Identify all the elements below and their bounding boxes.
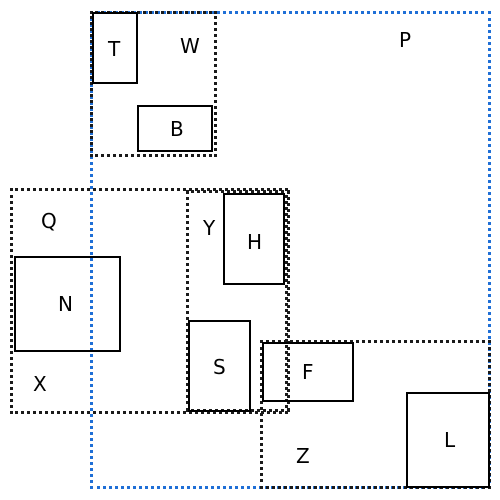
node-s-label: S (213, 355, 226, 379)
group-p-label: P (399, 28, 412, 52)
group-q-label: Q (41, 209, 57, 233)
node-b (137, 105, 213, 152)
node-b-label: B (170, 117, 184, 141)
node-f (262, 342, 354, 402)
node-h (223, 193, 285, 285)
node-l-label: L (444, 428, 456, 452)
group-w-label: W (180, 34, 200, 58)
node-l (406, 392, 490, 488)
node-h-label: H (247, 230, 263, 254)
node-t (92, 12, 138, 84)
node-n-label: N (58, 292, 73, 316)
group-x-label: X (33, 372, 47, 396)
node-f-label: F (302, 360, 314, 384)
group-y-label: Y (203, 216, 216, 240)
node-t-label: T (108, 37, 121, 61)
group-q-x-boundary (10, 188, 288, 414)
group-z-label: Z (296, 444, 310, 468)
node-n (14, 256, 121, 352)
node-s (188, 320, 251, 412)
group-w-boundary (90, 11, 217, 157)
